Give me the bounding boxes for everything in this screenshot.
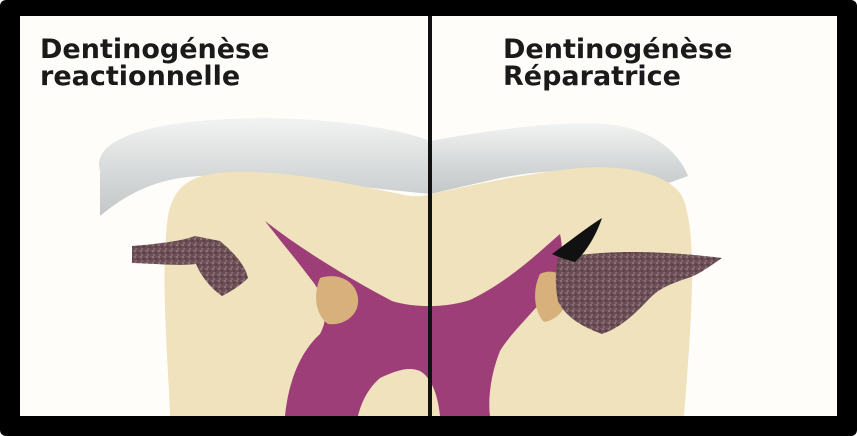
right-title-line2: Réparatrice xyxy=(503,63,732,90)
right-panel-title: Dentinogénèse Réparatrice xyxy=(503,36,732,90)
left-panel-title: Dentinogénèse reactionnelle xyxy=(40,36,269,90)
diagram-panel: Dentinogénèse reactionnelle Dentinogénès… xyxy=(20,16,837,416)
left-title-line1: Dentinogénèse xyxy=(40,36,269,63)
right-title-line1: Dentinogénèse xyxy=(503,36,732,63)
left-title-line2: reactionnelle xyxy=(40,63,269,90)
